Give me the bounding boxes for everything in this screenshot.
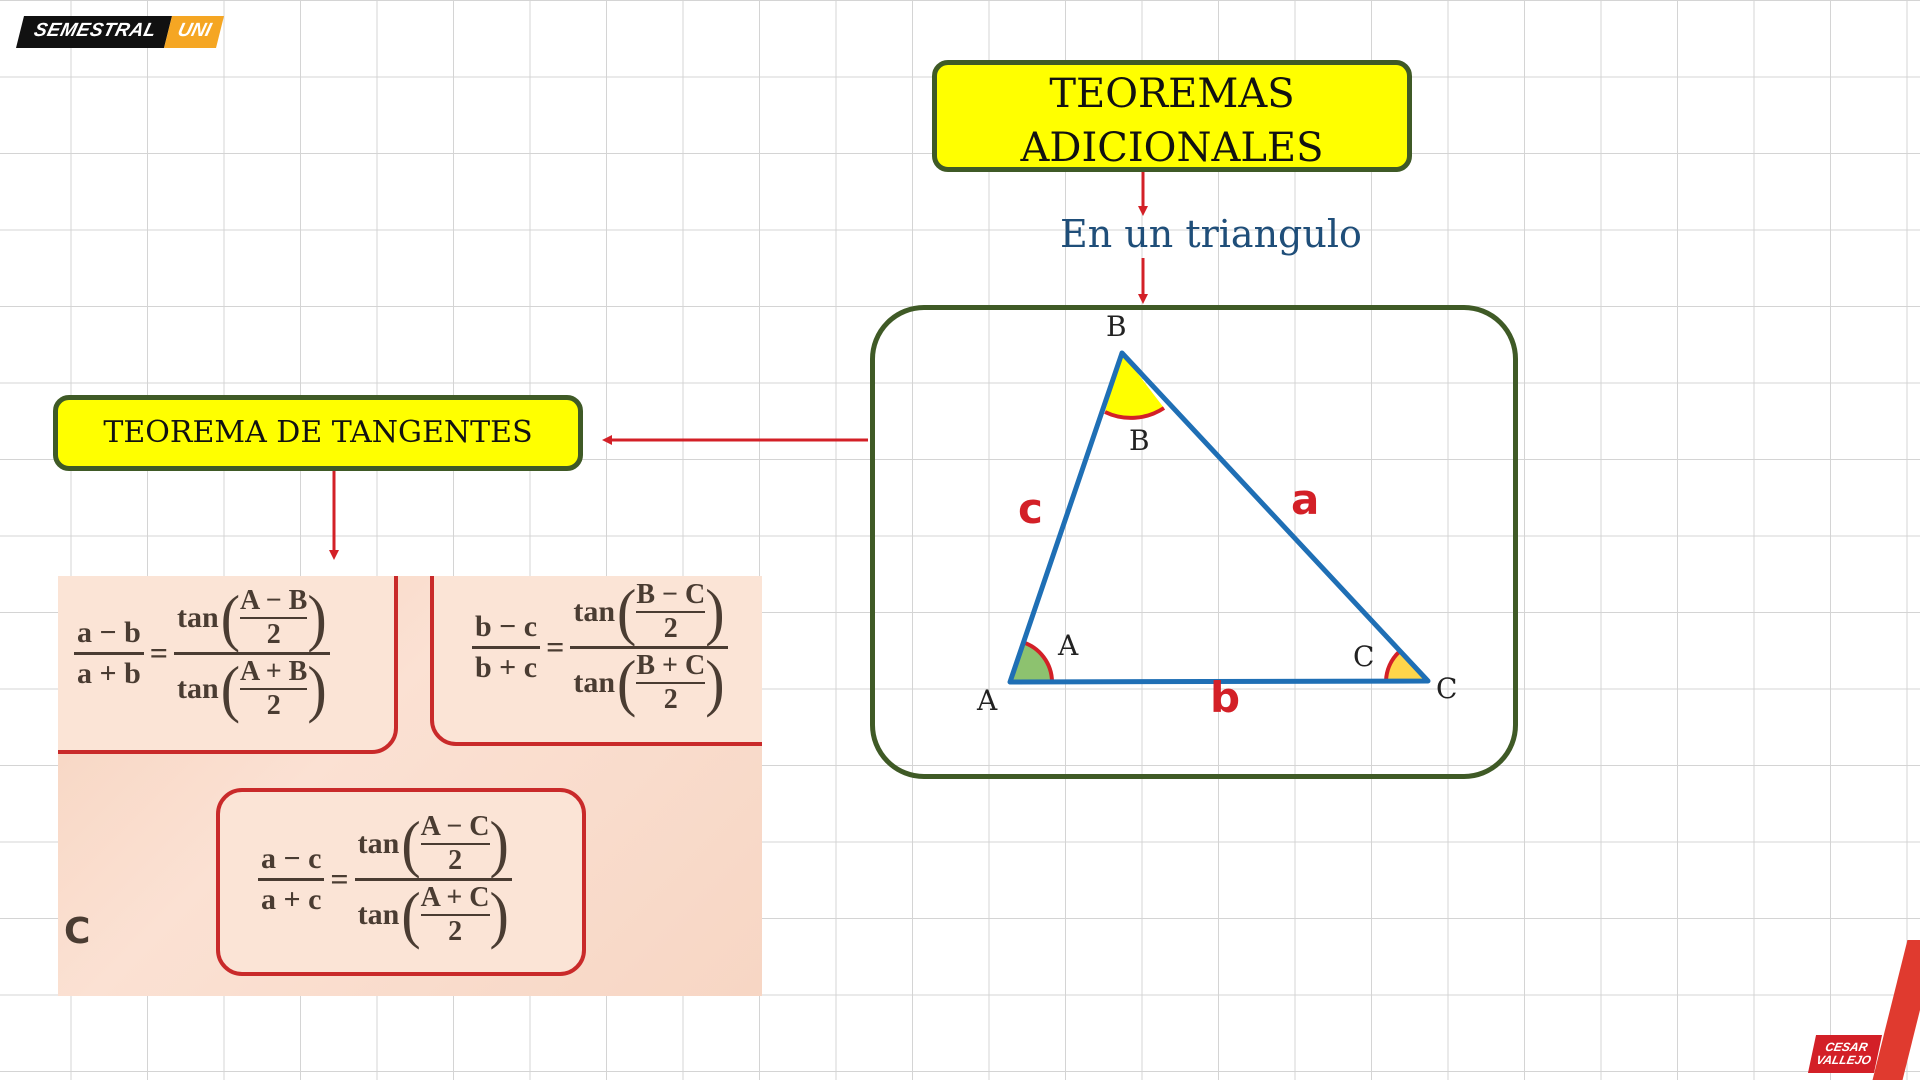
- vertex-label-c: C: [1436, 672, 1457, 705]
- vertex-label-a: A: [976, 684, 998, 717]
- angle-label-b: B: [1129, 424, 1150, 457]
- formula-box-ab: [58, 576, 398, 754]
- angle-label-a: A: [1057, 629, 1079, 662]
- formula-bc-lhs: b − c b + c: [472, 610, 541, 685]
- side-label-c: c: [1018, 484, 1043, 533]
- tangents-title-box: TEOREMA DE TANGENTES: [53, 395, 583, 471]
- vertex-label-b: B: [1106, 310, 1127, 343]
- subtitle: En un triangulo: [1060, 212, 1362, 256]
- formula-ab-lhs: a − b a + b: [74, 616, 144, 691]
- side-label-b: b: [1210, 673, 1240, 722]
- title-line-1: TEOREMAS: [1049, 71, 1295, 117]
- angle-label-c: C: [1353, 640, 1374, 673]
- angle-fill-c: [1386, 652, 1428, 681]
- angle-fill-b: [1105, 353, 1164, 418]
- triangle-frame: [870, 305, 1518, 779]
- title-box: TEOREMAS ADICIONALES: [932, 60, 1412, 172]
- title-line-2: ADICIONALES: [1020, 125, 1324, 171]
- formula-box-bc: [430, 576, 762, 746]
- formula-box-ac: [216, 788, 586, 976]
- side-label-a: a: [1291, 475, 1319, 524]
- stray-letter: C: [64, 911, 91, 952]
- triangle: [1007, 350, 1431, 685]
- angle-arc-a: [1021, 640, 1054, 683]
- formula-ac-lhs: a − c a + c: [258, 842, 325, 917]
- cesar-vallejo-logo: CESAR VALLEJO: [1807, 1035, 1883, 1073]
- angle-arc-b: [1104, 406, 1166, 420]
